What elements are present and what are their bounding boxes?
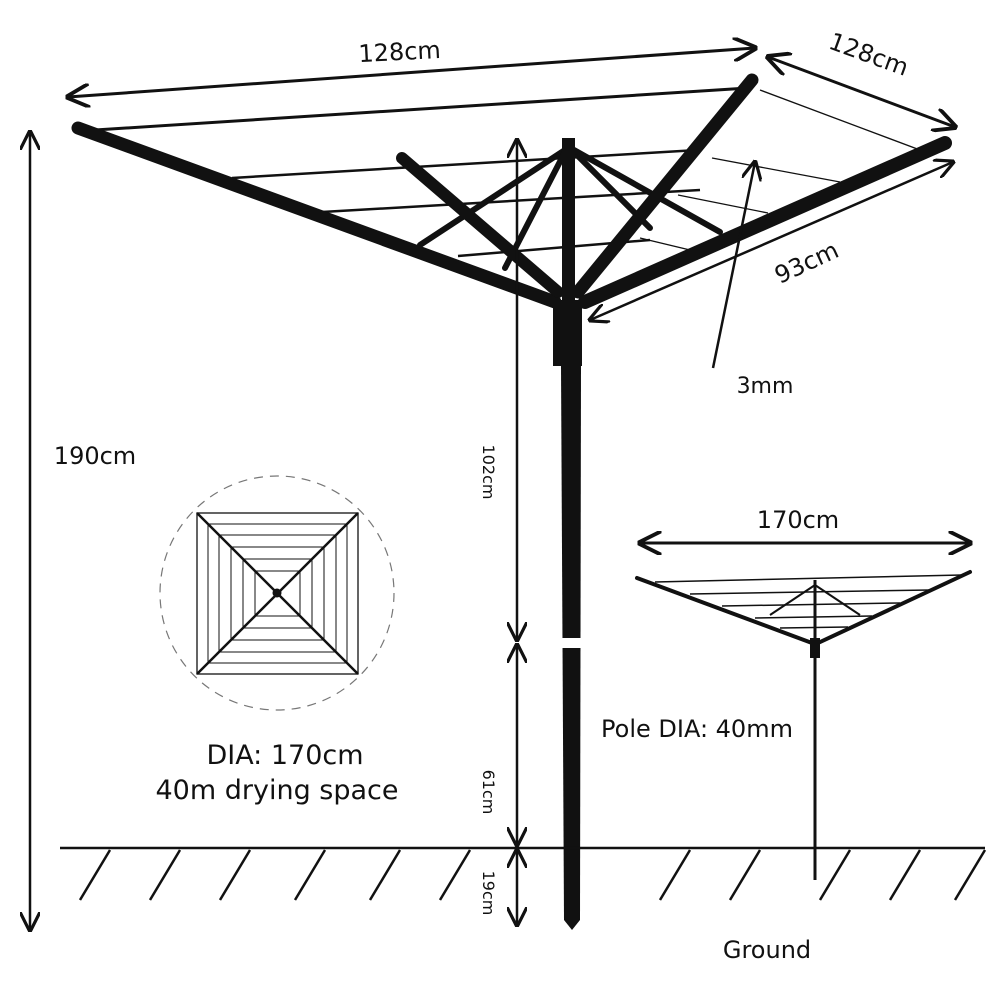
ground-label: Ground (723, 936, 811, 964)
lower-pole-label: 61cm (479, 770, 498, 815)
ground-line (60, 846, 987, 901)
arm-span-side-label: 128cm (825, 27, 912, 81)
plan-diameter-label: DIA: 170cm (206, 740, 363, 771)
dimension-arrows (30, 48, 970, 930)
ground-spike-label: 19cm (479, 871, 498, 916)
arm-span-front-label: 128cm (358, 36, 442, 68)
arm-length-label: 93cm (770, 236, 843, 290)
small-rotary-icon (635, 570, 972, 880)
drying-space-label: 40m drying space (156, 775, 399, 806)
pole (553, 138, 584, 930)
total-height-label: 190cm (54, 442, 136, 470)
open-width-label: 170cm (757, 506, 839, 534)
pole-diameter-label: Pole DIA: 40mm (601, 715, 793, 743)
upper-pole-label: 102cm (479, 445, 498, 500)
line-thickness-label: 3mm (737, 374, 794, 399)
plan-view-icon (159, 475, 395, 711)
